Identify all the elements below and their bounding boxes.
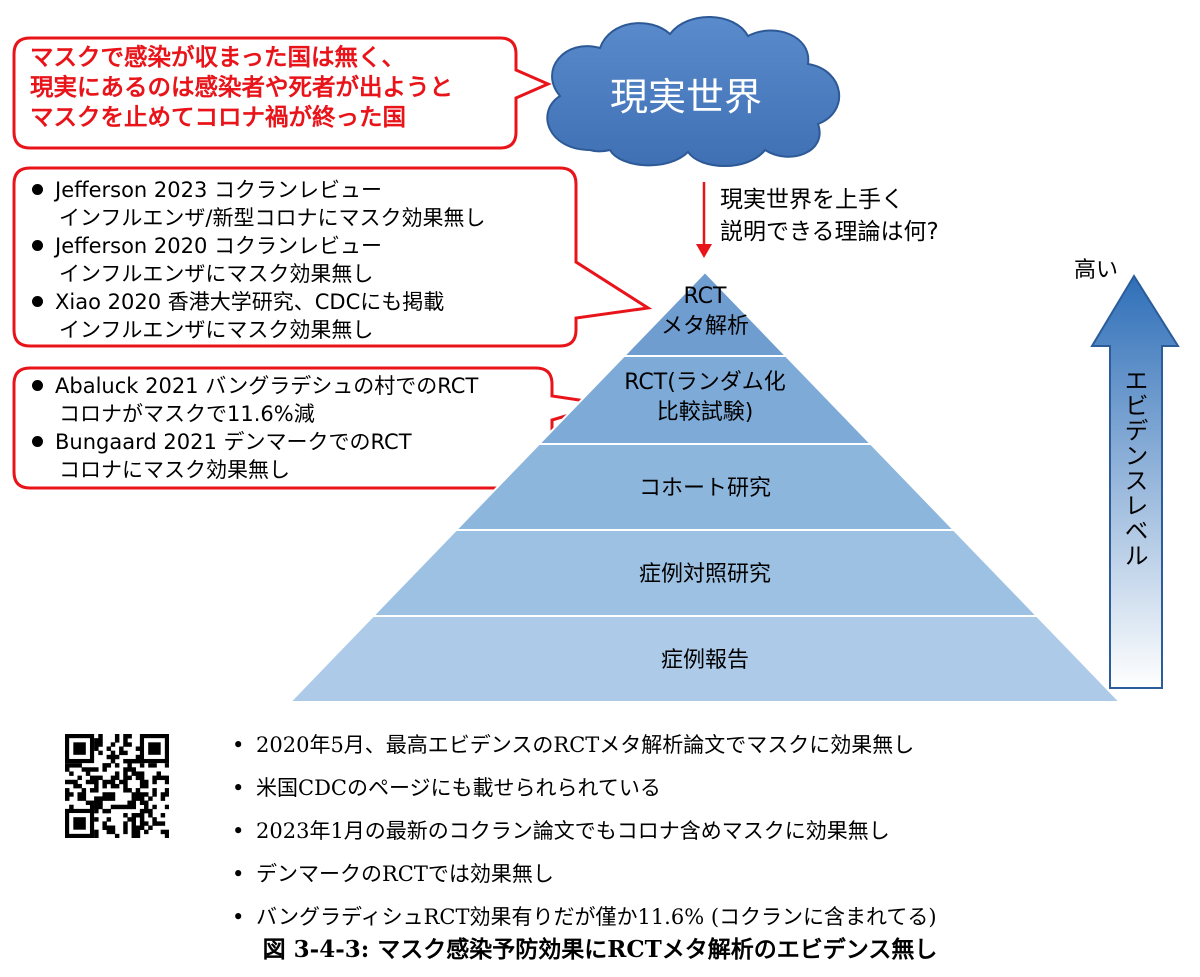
question-line: 説明できる理論は何? [720, 219, 939, 245]
bullet-icon [32, 435, 43, 447]
list-item: Abaluck 2021 バングラデシュの村でのRCT コロナがマスクで11.6… [32, 372, 478, 428]
level-line: RCT(ランダム化 [624, 370, 786, 395]
list-item: Bungaard 2021 デンマークでのRCT コロナにマスク効果無し [32, 428, 478, 484]
summary-item: デンマークのRCTでは効果無し [232, 853, 937, 896]
level-line: メタ解析 [660, 314, 750, 339]
question-line: 現実世界を上手く [720, 187, 904, 213]
level-line: 症例対照研究 [638, 562, 772, 587]
level-line: コホート研究 [638, 476, 772, 501]
red-down-arrow [696, 182, 712, 258]
qr-code[interactable] [65, 734, 169, 838]
pyramid-level-5 [287, 615, 1123, 703]
evidence-level-arrow [1090, 274, 1180, 689]
pyramid-level-4-label: 症例対照研究 [639, 560, 771, 590]
level-line: 比較試験) [656, 400, 754, 425]
red-callout-line: マスクで感染が収まった国は無く、 [30, 43, 406, 71]
summary-item: バングラディシュRCT効果有りだが僅か11.6% (コクランに含まれてる) [232, 896, 937, 939]
item-detail: インフルエンザ/新型コロナにマスク効果無し [59, 206, 486, 230]
bullet-icon [32, 295, 43, 307]
red-callout-text: マスクで感染が収まった国は無く、 現実にあるのは感染者や死者が出ようと マスクを… [30, 42, 453, 132]
item-detail: コロナがマスクで11.6%減 [59, 402, 315, 426]
summary-list: 2020年5月、最高エビデンスのRCTメタ解析論文でマスクに効果無し 米国CDC… [232, 724, 937, 939]
red-callout-box [12, 36, 552, 150]
pyramid-level-3-label: コホート研究 [639, 474, 771, 504]
item-title: Bungaard 2021 デンマークでのRCT [55, 430, 412, 454]
item-title: Jefferson 2023 コクランレビュー [55, 178, 383, 202]
bullet-icon [32, 183, 43, 195]
figure-caption: 図 3-4-3: マスク感染予防効果にRCTメタ解析のエビデンス無し [262, 936, 938, 963]
cloud-label: 現実世界 [610, 75, 763, 119]
pyramid-level-1-label: RCT メタ解析 [661, 282, 749, 342]
red-callout-line: 現実にあるのは感染者や死者が出ようと [30, 73, 453, 101]
item-title: Xiao 2020 香港大学研究、CDCにも掲載 [55, 290, 445, 314]
question-text: 現実世界を上手く 説明できる理論は何? [720, 184, 939, 248]
evidence-level-label: エビデンスレベル [1120, 368, 1148, 568]
rct-callout-list: Abaluck 2021 バングラデシュの村でのRCT コロナがマスクで11.6… [32, 372, 478, 484]
bullet-icon [32, 379, 43, 391]
summary-item: 2023年1月の最新のコクラン論文でもコロナ含めマスクに効果無し [232, 810, 937, 853]
pyramid-level-2-label: RCT(ランダム化 比較試験) [624, 368, 786, 428]
meta-callout-box [12, 166, 653, 348]
bullet-icon [32, 239, 43, 251]
evidence-pyramid [287, 270, 1123, 703]
level-line: 症例報告 [660, 648, 750, 673]
list-item: Jefferson 2020 コクランレビュー インフルエンザにマスク効果無し [32, 232, 485, 288]
item-detail: コロナにマスク効果無し [59, 458, 290, 482]
meta-callout-list: Jefferson 2023 コクランレビュー インフルエンザ/新型コロナにマス… [32, 176, 485, 344]
item-title: Jefferson 2020 コクランレビュー [55, 234, 383, 258]
red-callout-line: マスクを止めてコロナ禍が終った国 [30, 103, 406, 131]
list-item: Xiao 2020 香港大学研究、CDCにも掲載 インフルエンザにマスク効果無し [32, 288, 485, 344]
item-title: Abaluck 2021 バングラデシュの村でのRCT [55, 374, 479, 398]
level-line: RCT [683, 284, 727, 309]
cloud-shape [546, 16, 841, 167]
item-detail: インフルエンザにマスク効果無し [59, 262, 374, 286]
summary-item: 米国CDCのページにも載せられられている [232, 767, 937, 810]
list-item: Jefferson 2023 コクランレビュー インフルエンザ/新型コロナにマス… [32, 176, 485, 232]
pyramid-level-5-label: 症例報告 [661, 646, 749, 676]
summary-item: 2020年5月、最高エビデンスのRCTメタ解析論文でマスクに効果無し [232, 724, 937, 767]
item-detail: インフルエンザにマスク効果無し [59, 318, 374, 342]
high-label: 高い [1074, 258, 1119, 283]
